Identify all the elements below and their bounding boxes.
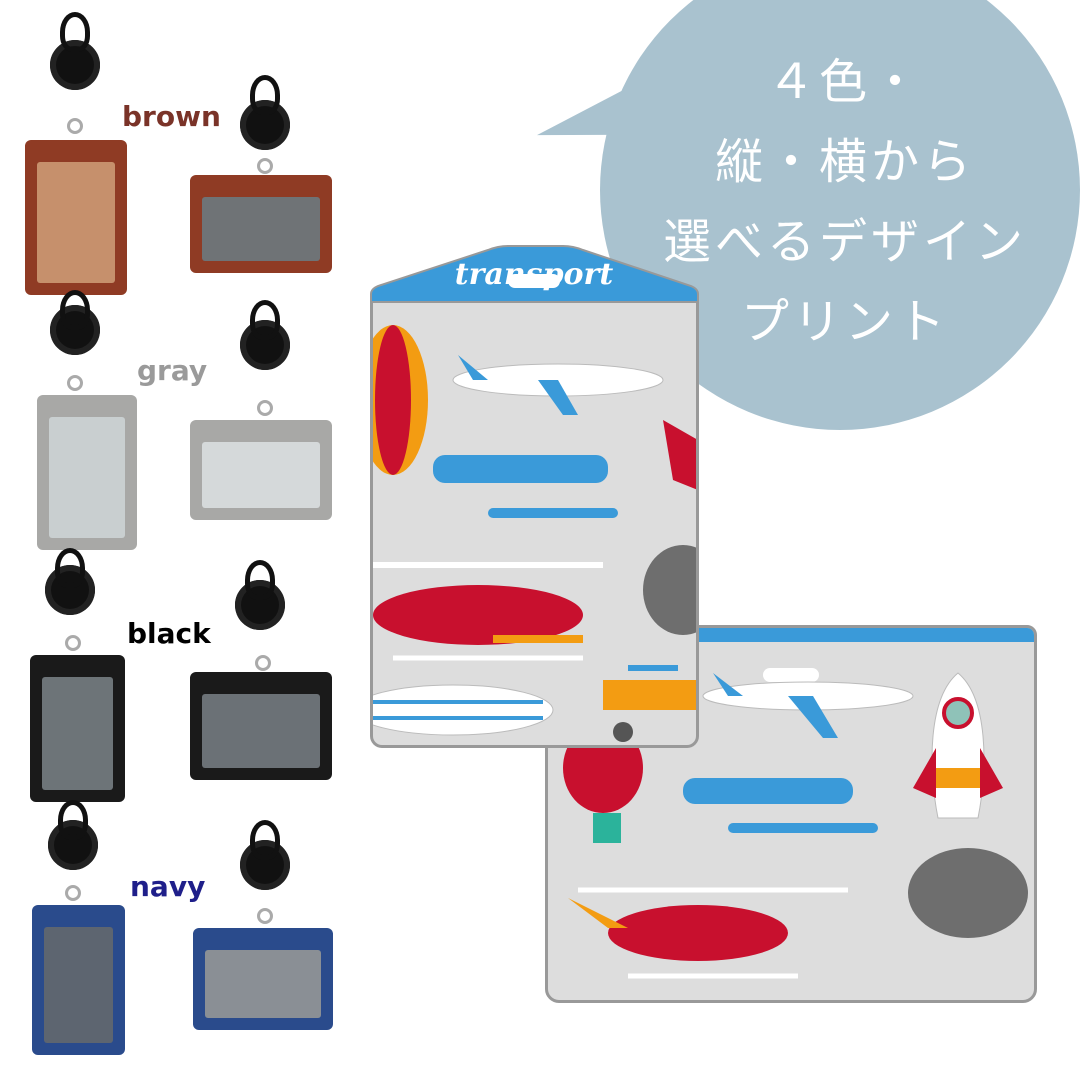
vertical-holder-gray [37,395,137,550]
vertical-holder-navy [32,905,125,1055]
horizontal-holder-black [190,672,332,780]
transport-illustration [563,672,1028,979]
color-label-navy: navy [130,870,206,903]
bubble-line-4: プリント [740,294,949,350]
vertical-holder-black [30,655,125,802]
bubble-line-2: 縦・横から [714,134,975,190]
clip-icon [55,548,85,588]
ring-icon [65,635,81,651]
clip-icon [60,290,90,330]
color-label-brown: brown [122,100,221,133]
color-label-black: black [127,617,211,650]
rocket-icon [643,420,696,635]
clip-icon [245,560,275,600]
ring-icon [257,158,273,174]
airplane-icon [452,355,664,415]
clip-icon [250,75,280,115]
ring-icon [65,885,81,901]
ring-icon [255,655,271,671]
airplane-icon [702,673,914,738]
transport-illustration [373,325,696,742]
vertical-holder-brown [25,140,127,295]
bubble-line-3: 選べるデザイン [662,214,1027,270]
clip-icon [58,800,88,840]
rocket-icon [908,672,1028,938]
color-label-gray: gray [137,354,208,387]
helicopter-icon [568,887,848,979]
bubble-line-1: ４色・ [766,54,923,110]
helicopter-icon [373,562,603,661]
card-slot [763,668,819,682]
horizontal-holder-gray [190,420,332,520]
vertical-card-banner: transport [370,245,699,303]
biplane-icon [603,665,696,742]
ring-icon [257,908,273,924]
seaplane-icon [683,778,878,833]
horizontal-holder-brown [190,175,332,273]
clip-icon [60,12,90,52]
balloon-icon [373,325,428,475]
clip-icon [250,300,280,340]
ring-icon [67,375,83,391]
card-slot [508,274,560,288]
clip-icon [250,820,280,860]
seaplane-icon [433,455,618,518]
vertical-card [370,290,699,748]
horizontal-holder-navy [193,928,333,1030]
blimp-icon [373,684,554,736]
ring-icon [257,400,273,416]
ring-icon [67,118,83,134]
